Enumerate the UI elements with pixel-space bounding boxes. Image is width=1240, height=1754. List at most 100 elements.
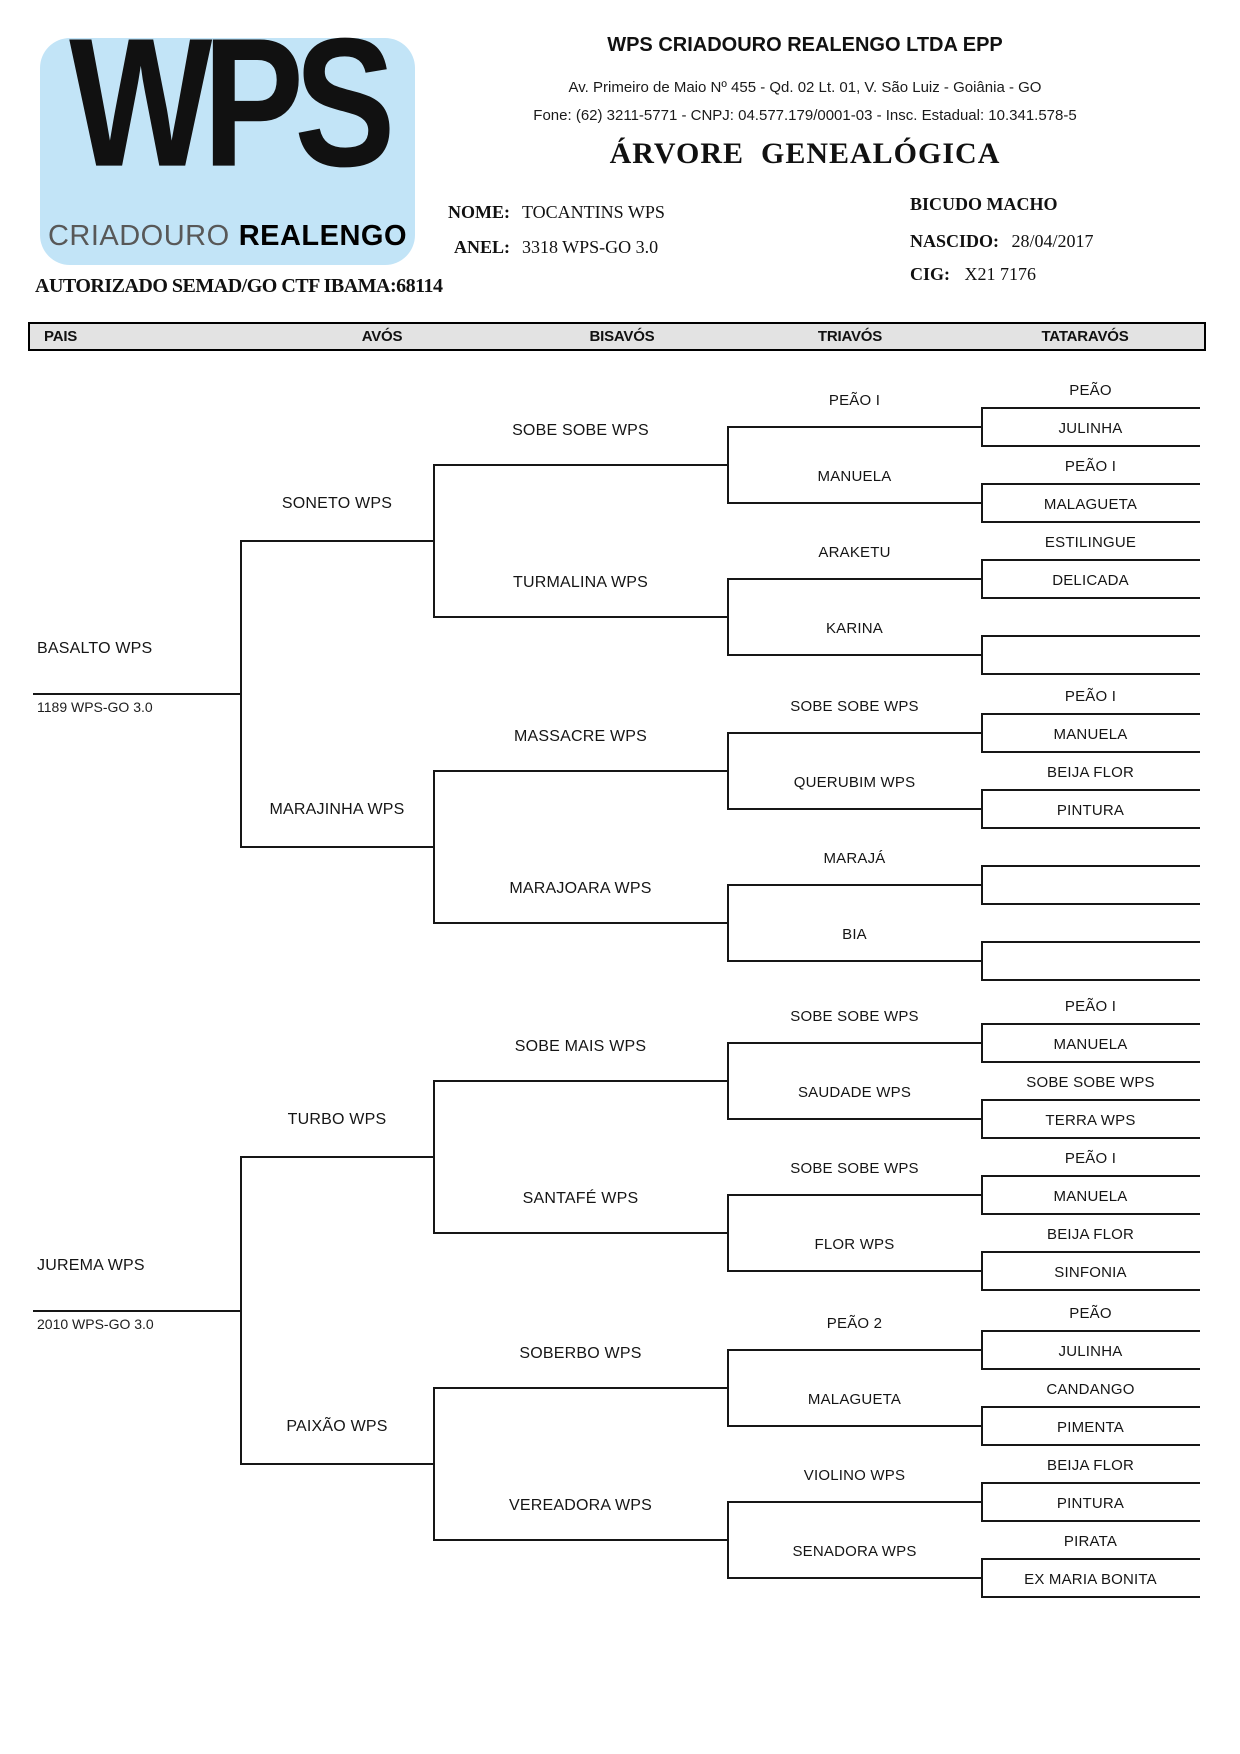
bisavo-line (433, 1232, 728, 1234)
tataravo-line (981, 1289, 1200, 1291)
triavo-name: SOBE SOBE WPS (790, 1160, 919, 1177)
tataravo-line (981, 1099, 1200, 1101)
tataravo-bracket (981, 559, 983, 599)
bird-name-label: NOME: (448, 202, 510, 222)
triavo-bracket (727, 1501, 729, 1579)
triavo-name: SOBE SOBE WPS (790, 1008, 919, 1025)
bird-name-value: TOCANTINS WPS (522, 202, 665, 222)
triavo-name: VIOLINO WPS (803, 1467, 906, 1484)
tataravo-line (981, 1023, 1200, 1025)
tataravo-line (981, 1482, 1200, 1484)
tataravo-name: PEÃO I (1064, 1150, 1117, 1167)
avo-name: MARAJINHA WPS (269, 801, 405, 818)
tataravo-line (981, 1406, 1200, 1408)
bisavo-line (433, 464, 728, 466)
tataravo-bracket (981, 1558, 983, 1598)
bisavo-name: VEREADORA WPS (508, 1497, 653, 1514)
generation-header-bar: PAIS AVÓS BISAVÓS TRIAVÓS TATARAVÓS (28, 322, 1206, 351)
tataravo-line (981, 1520, 1200, 1522)
triavo-line (727, 1349, 982, 1351)
tataravo-name: PEÃO I (1064, 458, 1117, 475)
bisavo-bracket (433, 464, 435, 618)
triavo-line (727, 654, 982, 656)
bisavo-line (433, 1539, 728, 1541)
tataravo-line (981, 941, 1200, 943)
triavo-line (727, 578, 982, 580)
triavo-line (727, 1042, 982, 1044)
triavo-line (727, 960, 982, 962)
column-header-pais: PAIS (44, 328, 78, 345)
triavo-line (727, 1270, 982, 1272)
tataravo-bracket (981, 1251, 983, 1291)
bisavo-name: SOBE MAIS WPS (514, 1038, 647, 1055)
tataravo-name: BEIJA FLOR (1046, 764, 1135, 781)
tataravo-line (981, 673, 1200, 675)
bisavo-line (433, 770, 728, 772)
company-address: Av. Primeiro de Maio Nº 455 - Qd. 02 Lt.… (568, 79, 1042, 96)
tataravo-line (981, 1368, 1200, 1370)
triavo-name: BIA (842, 926, 867, 943)
pai-name: BASALTO WPS (37, 640, 153, 657)
triavo-bracket (727, 884, 729, 962)
tataravo-line (981, 865, 1200, 867)
triavo-name: MALAGUETA (807, 1391, 902, 1408)
tataravo-name: JULINHA (1058, 1343, 1123, 1360)
logo-subtitle-realengo: REALENGO (238, 220, 408, 252)
triavo-name: MANUELA (817, 468, 892, 485)
tataravo-line (981, 1596, 1200, 1598)
triavo-name: MARAJÁ (823, 850, 886, 867)
tataravo-name: JULINHA (1058, 420, 1123, 437)
triavo-name: SAUDADE WPS (797, 1084, 912, 1101)
avo-line (240, 846, 434, 848)
company-name: WPS CRIADOURO REALENGO LTDA EPP (607, 34, 1003, 56)
tataravo-line (981, 1330, 1200, 1332)
tataravo-name: PIRATA (1063, 1533, 1118, 1550)
tataravo-line (981, 1213, 1200, 1215)
triavo-bracket (727, 1042, 729, 1120)
tataravo-bracket (981, 407, 983, 447)
bisavo-line (433, 616, 728, 618)
tataravo-bracket (981, 1023, 983, 1063)
triavo-name: KARINA (825, 620, 884, 637)
triavo-name: SOBE SOBE WPS (790, 698, 919, 715)
cig-label: CIG: (910, 264, 950, 284)
tataravo-line (981, 751, 1200, 753)
bisavo-name: SOBE SOBE WPS (512, 422, 649, 439)
tataravo-name: MANUELA (1053, 726, 1128, 743)
tataravo-line (981, 903, 1200, 905)
species-sex: BICUDO MACHO (910, 194, 1058, 214)
tataravo-line (981, 635, 1200, 637)
triavo-name: PEÃO 2 (826, 1315, 883, 1332)
logo-subtitle-criadouro: CRIADOURO (47, 220, 230, 252)
bisavo-bracket (433, 1080, 435, 1234)
avo-bracket (240, 1156, 242, 1465)
tataravo-name: PINTURA (1056, 1495, 1125, 1512)
tataravo-line (981, 1175, 1200, 1177)
tataravo-name: PINTURA (1056, 802, 1125, 819)
tataravo-bracket (981, 483, 983, 523)
triavo-bracket (727, 1194, 729, 1272)
logo-acronym: WPS (69, 0, 395, 206)
avo-name: TURBO WPS (287, 1111, 387, 1128)
tataravo-line (981, 1137, 1200, 1139)
avo-name: PAIXÃO WPS (286, 1418, 388, 1435)
triavo-bracket (727, 426, 729, 504)
pai-ring-number: 1189 WPS-GO 3.0 (37, 699, 153, 715)
tataravo-name: PEÃO I (1064, 688, 1117, 705)
tataravo-line (981, 445, 1200, 447)
pai-ring-number: 2010 WPS-GO 3.0 (37, 1315, 154, 1332)
ring-number-label: ANEL: (453, 237, 510, 257)
tataravo-name: ESTILINGUE (1044, 534, 1137, 551)
triavo-line (727, 1501, 982, 1503)
tataravo-bracket (981, 941, 983, 981)
triavo-line (727, 1425, 982, 1427)
tataravo-name: BEIJA FLOR (1046, 1457, 1135, 1474)
tataravo-name: PEÃO (1069, 1305, 1112, 1322)
bisavo-line (433, 1080, 728, 1082)
column-header-avos: AVÓS (361, 328, 403, 345)
column-header-triavos: TRIAVÓS (817, 328, 883, 345)
tataravo-name: MANUELA (1053, 1188, 1128, 1205)
avo-line (240, 1463, 434, 1465)
